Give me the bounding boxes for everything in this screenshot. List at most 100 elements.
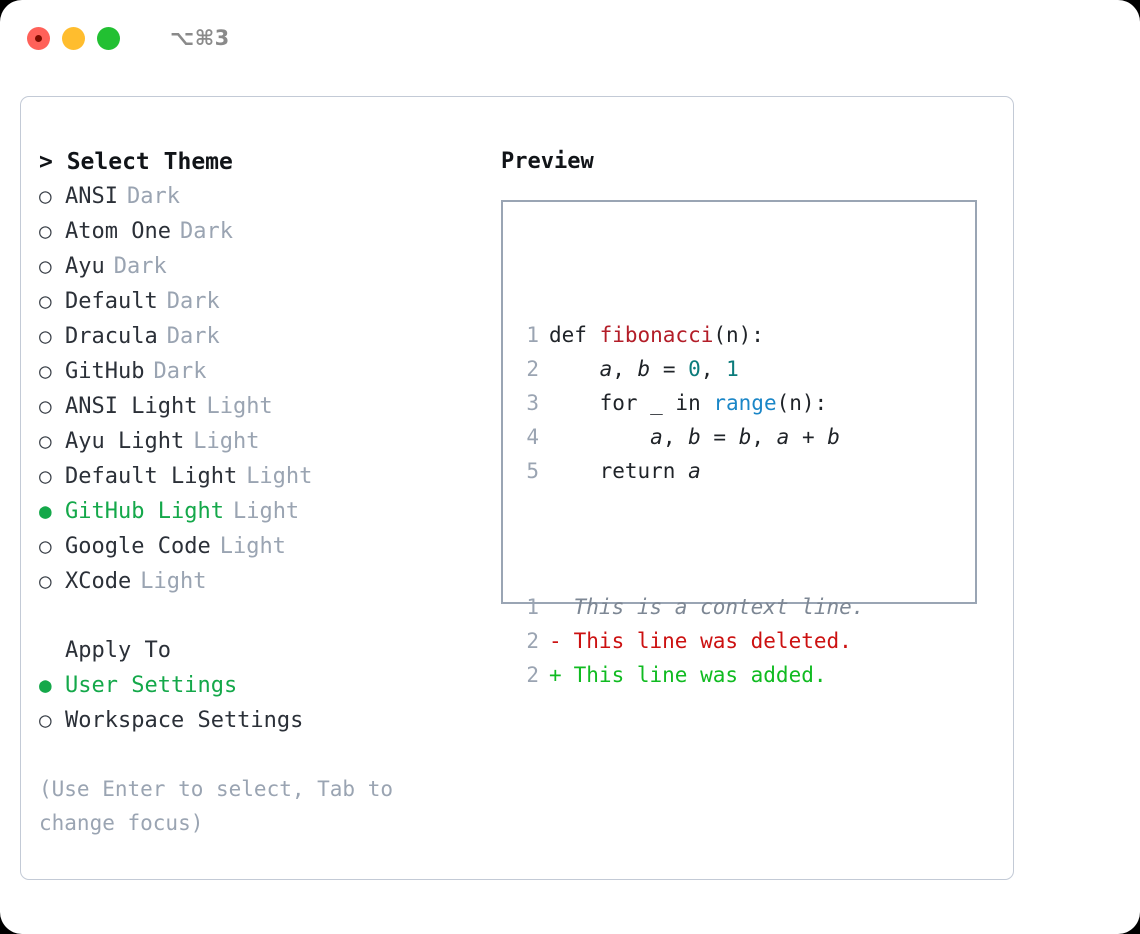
line-number: 2 bbox=[526, 629, 539, 653]
traffic-lights bbox=[27, 26, 120, 50]
apply-to-option-list[interactable]: ●User Settings○Workspace Settings bbox=[39, 668, 479, 738]
diff-line-add: 2 + This line was added. bbox=[517, 658, 864, 692]
apply-to-heading-label: Apply To bbox=[65, 638, 171, 663]
theme-option-label: ANSI Light bbox=[65, 394, 198, 419]
diff-marker bbox=[549, 590, 561, 624]
theme-option-variant-badge: Light bbox=[246, 464, 313, 489]
apply-to-bullet-placeholder: ○ bbox=[39, 633, 65, 667]
radio-unselected-icon: ○ bbox=[39, 569, 52, 593]
code-line: 1 def fibonacci(n): bbox=[517, 318, 864, 352]
code-token-punc: , bbox=[700, 357, 727, 381]
code-token-fn: fibonacci bbox=[599, 323, 714, 347]
theme-option-label: Ayu bbox=[65, 254, 105, 279]
theme-option-variant-badge: Dark bbox=[126, 184, 180, 209]
diff-marker: - bbox=[549, 629, 562, 653]
code-token-kw: return bbox=[549, 459, 689, 483]
theme-option-label: GitHub Light bbox=[65, 499, 224, 524]
code-token-punc: (n): bbox=[776, 391, 828, 415]
radio-unselected-icon: ○ bbox=[39, 324, 52, 348]
zoom-button[interactable] bbox=[97, 26, 120, 50]
code-token-var: a bbox=[650, 425, 663, 449]
code-token-builtin: range bbox=[713, 391, 777, 415]
close-button[interactable] bbox=[27, 26, 50, 50]
code-token-var: b bbox=[827, 425, 840, 449]
theme-option-variant-badge: Light bbox=[206, 394, 273, 419]
theme-option-label: Atom One bbox=[65, 219, 171, 244]
minimize-button[interactable] bbox=[62, 26, 85, 50]
code-line: 2 a, b = 0, 1 bbox=[517, 352, 864, 386]
line-number: 3 bbox=[526, 391, 539, 415]
theme-option-label: XCode bbox=[65, 569, 132, 594]
radio-unselected-icon: ○ bbox=[39, 184, 52, 208]
theme-option-variant-badge: Dark bbox=[179, 219, 233, 244]
line-number: 1 bbox=[526, 323, 539, 347]
theme-option-label: Dracula bbox=[65, 324, 158, 349]
radio-unselected-icon: ○ bbox=[39, 254, 52, 278]
code-line: 4 a, b = b, a + b bbox=[517, 420, 864, 454]
code-token-punc: , bbox=[662, 425, 689, 449]
code-token-punc: = bbox=[650, 357, 689, 381]
code-token-var: a bbox=[599, 357, 613, 381]
code-token-punc: = bbox=[700, 425, 739, 449]
diff-line-text: This line was deleted. bbox=[561, 629, 852, 653]
code-token-var: b bbox=[637, 357, 651, 381]
diff-line-content: + This line was added. bbox=[549, 663, 827, 687]
theme-option-ayu-light[interactable]: ○ Ayu Light Light bbox=[39, 424, 479, 459]
theme-option-atom-one[interactable]: ○ Atom One Dark bbox=[39, 214, 479, 249]
theme-option-variant-badge: Light bbox=[140, 569, 207, 594]
radio-unselected-icon: ○ bbox=[39, 429, 52, 453]
code-token-kw: for _ in bbox=[549, 391, 714, 415]
apply-to-option-label: Workspace Settings bbox=[65, 708, 304, 733]
apply-to-option-label: User Settings bbox=[65, 673, 238, 698]
keyboard-hint-text: (Use Enter to select, Tab to change focu… bbox=[39, 777, 394, 835]
theme-option-variant-badge: Light bbox=[193, 429, 260, 454]
theme-option-xcode[interactable]: ○ XCode Light bbox=[39, 564, 479, 599]
title-bar: ⌥⌘3 bbox=[0, 0, 1140, 76]
code-token-punc: (n): bbox=[713, 323, 764, 347]
keyboard-shortcut-label: ⌥⌘3 bbox=[170, 26, 230, 50]
radio-unselected-icon: ○ bbox=[39, 219, 52, 243]
list-spacer bbox=[39, 599, 479, 633]
apply-to-option-workspace-settings[interactable]: ○Workspace Settings bbox=[39, 703, 479, 738]
line-number: 1 bbox=[526, 595, 539, 619]
theme-option-label: Google Code bbox=[65, 534, 211, 559]
code-token-punc: , bbox=[751, 425, 777, 449]
code-token-var: a bbox=[776, 425, 790, 449]
theme-option-label: Default Light bbox=[65, 464, 238, 489]
diff-lines: 1 This is a context line.2- This line wa… bbox=[517, 590, 864, 692]
diff-line-text: This line was added. bbox=[561, 663, 827, 687]
code-token-var: a bbox=[688, 459, 701, 483]
diff-line-ctx: 1 This is a context line. bbox=[517, 590, 864, 624]
apply-to-option-user-settings[interactable]: ●User Settings bbox=[39, 668, 479, 703]
diff-line-del: 2- This line was deleted. bbox=[517, 624, 864, 658]
theme-option-variant-badge: Dark bbox=[153, 359, 207, 384]
code-token-kw: def bbox=[549, 323, 600, 347]
theme-option-variant-badge: Dark bbox=[166, 289, 220, 314]
code-line: 5 return a bbox=[517, 454, 864, 488]
line-number: 2 bbox=[526, 357, 539, 381]
code-token-num: 0 bbox=[688, 357, 701, 381]
code-token-punc: + bbox=[789, 425, 828, 449]
radio-unselected-icon: ○ bbox=[39, 289, 52, 313]
line-number: 2 bbox=[526, 663, 539, 687]
theme-option-label: Ayu Light bbox=[65, 429, 185, 454]
diff-marker: + bbox=[549, 663, 562, 687]
theme-option-label: GitHub bbox=[65, 359, 145, 384]
preview-heading: Preview bbox=[501, 149, 594, 174]
